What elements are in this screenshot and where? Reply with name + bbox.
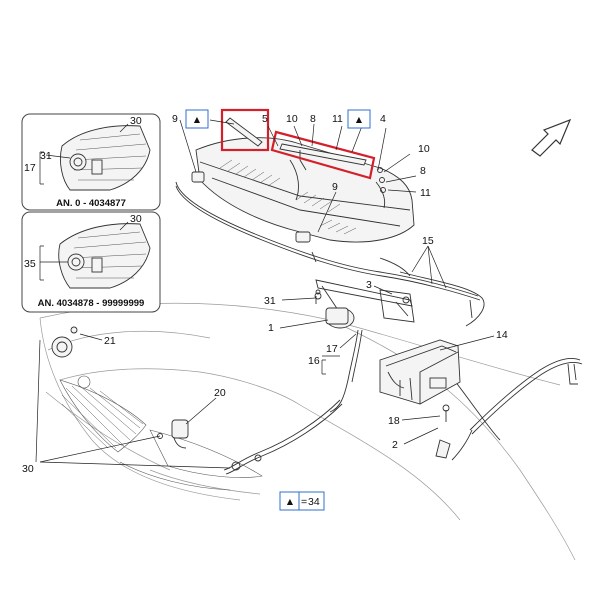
triangle-marker-right[interactable]: ▲ (347, 109, 371, 129)
callout-11: 11 (332, 113, 343, 125)
triangle-marker-icon: ▲ (192, 114, 202, 126)
triangle-marker-icon: ▲ (354, 114, 364, 126)
callout-3: 3 (366, 279, 372, 291)
reference-triangle-icon: ▲ (285, 496, 295, 508)
inset-top-callout-31: 31 (40, 150, 52, 162)
wiper-blade-right (270, 130, 376, 180)
inset-bottom-callout-35: 35 (24, 258, 36, 270)
reference-box[interactable]: ▲ = 34 (279, 491, 325, 511)
inset-bottom-label: AN. 4034878 - 99999999 (38, 298, 145, 309)
callout-2: 2 (392, 439, 398, 451)
callout-19: 21 (104, 335, 116, 347)
reference-equals: = (301, 496, 307, 508)
reference-number: 34 (308, 496, 320, 508)
callout-15: 18 (388, 415, 400, 427)
wiper-linkage (289, 159, 415, 329)
callout-11b: 11 (420, 187, 431, 199)
callout-20: 30 (22, 463, 34, 475)
callout-16: 17 (326, 343, 338, 355)
inset-box-top: AN. 0 - 4034877 30 31 17 (21, 113, 161, 211)
callout-21: 31 (264, 295, 276, 307)
callout-5: 5 (262, 113, 268, 125)
fasteners (315, 167, 386, 304)
triangle-marker-left[interactable]: ▲ (185, 109, 209, 129)
callout-8b: 8 (420, 165, 426, 177)
headlight-washer (51, 326, 262, 471)
inset-top-callout-17: 17 (24, 162, 36, 174)
inset-bottom-callout-30: 30 (130, 213, 142, 225)
car-body-outline (39, 302, 576, 561)
callout-12: 14 (496, 329, 508, 341)
washer-hoses (175, 181, 583, 475)
callout-13: 16 (308, 355, 320, 367)
callout-numbers: 9 5 10 8 11 4 10 8 11 9 15 3 31 1 14 17 … (22, 113, 508, 475)
callout-14: 15 (422, 235, 434, 247)
inset-top-callout-30: 30 (130, 115, 142, 127)
callout-9b: 9 (332, 181, 338, 193)
callout-8: 8 (310, 113, 316, 125)
callout-10: 10 (286, 113, 298, 125)
callout-4: 4 (380, 113, 386, 125)
direction-arrow-icon (531, 118, 572, 157)
callout-1: 1 (268, 322, 274, 334)
callout-9: 9 (172, 113, 178, 125)
inset-box-bottom: AN. 4034878 - 99999999 30 35 (21, 211, 161, 313)
wiper-blade-left (220, 108, 270, 152)
leader-lines (35, 119, 495, 469)
inset-top-label: AN. 0 - 4034877 (56, 198, 126, 209)
washer-reservoir (379, 339, 461, 422)
callout-18: 20 (214, 387, 226, 399)
callout-10b: 10 (418, 143, 430, 155)
